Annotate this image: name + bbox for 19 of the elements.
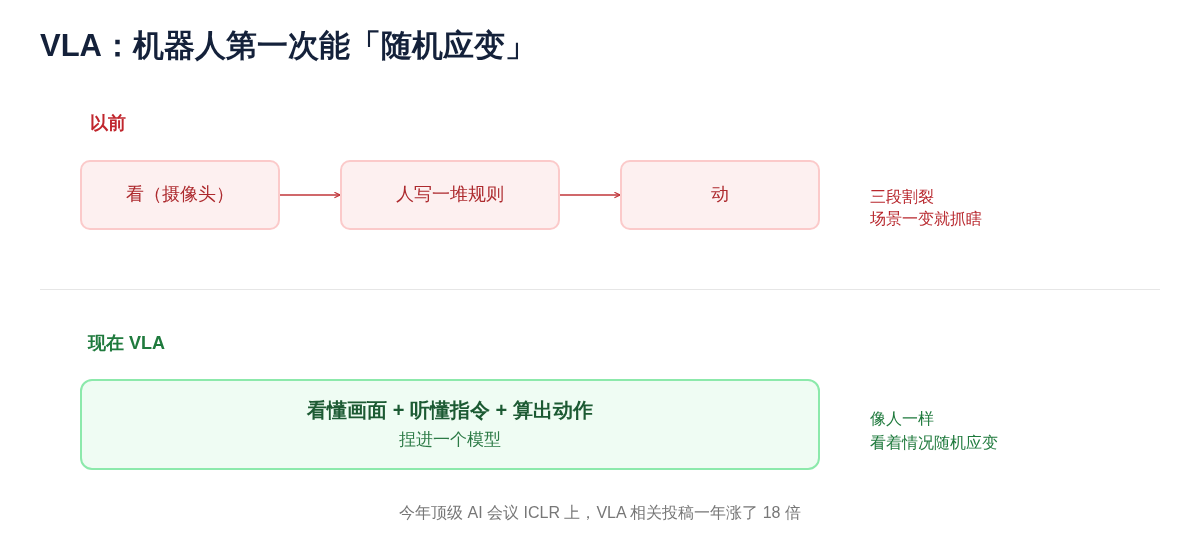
- side-note: 三段割裂: [870, 187, 934, 207]
- model-box: [80, 379, 820, 470]
- process-box: [340, 160, 560, 230]
- box-label: 看（摄像头）: [126, 183, 234, 207]
- box-label: 人写一堆规则: [396, 183, 504, 207]
- side-note: 像人一样: [870, 409, 934, 429]
- title: VLA：机器人第一次能「随机应变」: [40, 27, 536, 65]
- side-note: 场景一变就抓瞎: [870, 209, 982, 229]
- box-heading: 看懂画面 + 听懂指令 + 算出动作: [307, 398, 593, 424]
- arrow: [279, 191, 341, 199]
- side-note: 看着情况随机应变: [870, 433, 998, 453]
- process-box: [80, 160, 280, 230]
- box-label: 动: [711, 183, 729, 207]
- section-heading: 以前: [90, 112, 126, 134]
- section-heading: 现在 VLA: [88, 332, 165, 354]
- process-box: [620, 160, 820, 230]
- footnote: 今年顶级 AI 会议 ICLR 上，VLA 相关投稿一年涨了 18 倍: [399, 504, 801, 521]
- box-subtext: 捏进一个模型: [399, 429, 501, 452]
- arrow: [559, 191, 621, 199]
